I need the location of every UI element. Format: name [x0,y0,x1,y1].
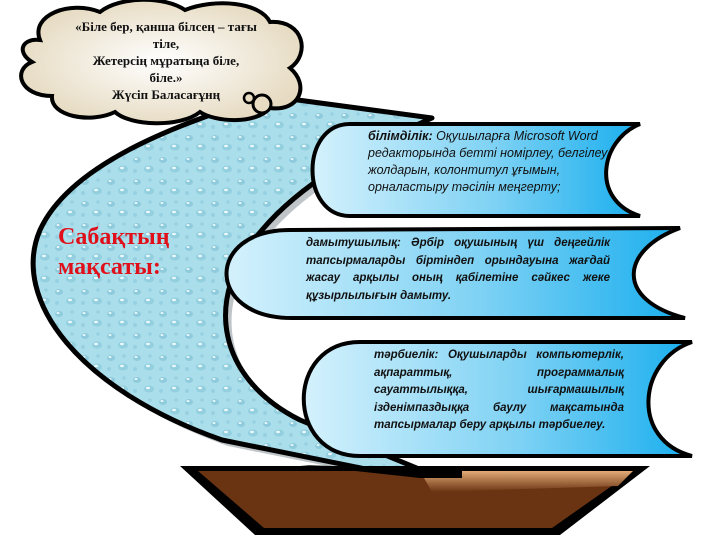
quote-cloud [19,0,304,126]
cloud-bubble-2 [242,91,256,105]
goal-body: Оқушыларды компьютерлік, ақпараттық, про… [374,349,624,431]
quote-line: тіле, [152,36,180,51]
lesson-goals-title: Сабақтың мақсаты: [58,222,170,282]
title-line: Сабақтың [58,224,170,250]
cloud-bubble-1 [251,93,273,115]
goal-label: дамытушылық: [306,237,401,249]
sail-shape [30,93,473,493]
goal-development-text: дамытушылық: Әрбір оқушының үш деңгейлік… [306,235,610,305]
banner-education [310,122,641,218]
quote-author: Жүсіп Баласағұнң [111,87,221,102]
title-line: мақсаты: [58,254,161,280]
goal-body: Оқушыларға Microsoft Word редакторында б… [368,129,608,194]
banner-upbringing [301,340,693,458]
quote-line: «Біле бер, қанша білсең – тағы [75,19,257,34]
quote-line: біле.» [149,70,183,85]
goal-label: тәрбиелік: [374,349,439,361]
quote-line: Жетерсің мұратыңа біле, [92,53,240,68]
banner-development [224,226,686,320]
quote-text: «Біле бер, қанша білсең – тағы тіле, Жет… [52,18,280,103]
goal-education-text: білімділік: Оқушыларға Microsoft Word ре… [368,128,618,196]
goal-body: Әрбір оқушының үш деңгейлік тапсырмалард… [306,237,611,302]
goal-label: білімділік: [368,129,433,143]
goal-upbringing-text: тәрбиелік: Оқушыларды компьютерлік, ақпа… [374,347,624,435]
